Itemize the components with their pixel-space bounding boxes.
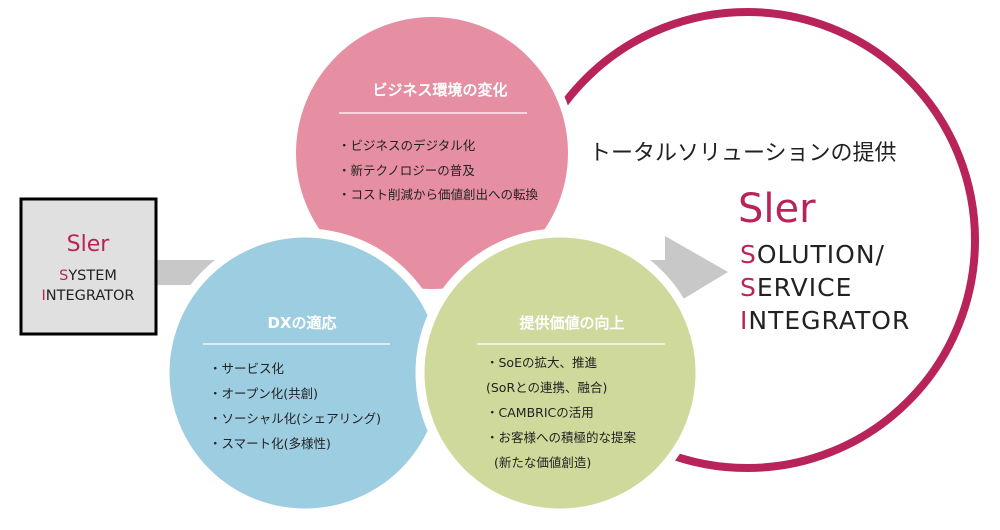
pink-title: ビジネス環境の変化 — [372, 81, 507, 99]
blue-item: ・スマート化(多様性) — [209, 436, 331, 451]
right-line-integrator: INTEGRATOR — [740, 306, 910, 335]
dx-adaptation-circle — [160, 228, 450, 518]
green-item: (SoRとの連携、融合) — [486, 380, 607, 395]
blue-item: ・オープン化(共創) — [209, 386, 318, 401]
pink-item: ・新テクノロジーの普及 — [338, 163, 475, 178]
left-box-title: Sler — [67, 232, 111, 257]
blue-item: ・サービス化 — [209, 361, 285, 376]
business-change-circle — [288, 9, 576, 297]
value-improvement-circle — [415, 228, 705, 518]
blue-title: DXの適応 — [267, 314, 336, 332]
left-box-line-integrator: INTEGRATOR — [41, 288, 134, 304]
total-solution-heading: トータルソリューションの提供 — [589, 141, 897, 166]
right-sier-title: Sler — [738, 186, 816, 232]
system-integrator-box — [19, 197, 158, 336]
right-line-solution: SOLUTION/ — [740, 240, 885, 269]
blue-item: ・ソーシャル化(シェアリング) — [209, 411, 381, 426]
green-title: 提供価値の向上 — [519, 314, 624, 332]
pink-item: ・ビジネスのデジタル化 — [338, 138, 476, 153]
green-item: ・SoEの拡大、推進 — [486, 355, 597, 370]
left-box-line-system: SYSTEM — [59, 268, 117, 284]
right-line-service: SERVICE — [740, 273, 852, 302]
green-item: ・お客様への積極的な提案 — [486, 430, 637, 445]
green-item: ・CAMBRICの活用 — [486, 405, 594, 420]
green-item: (新たな価値創造) — [494, 455, 591, 470]
pink-item: ・コスト削減から価値創出への転換 — [338, 187, 539, 202]
